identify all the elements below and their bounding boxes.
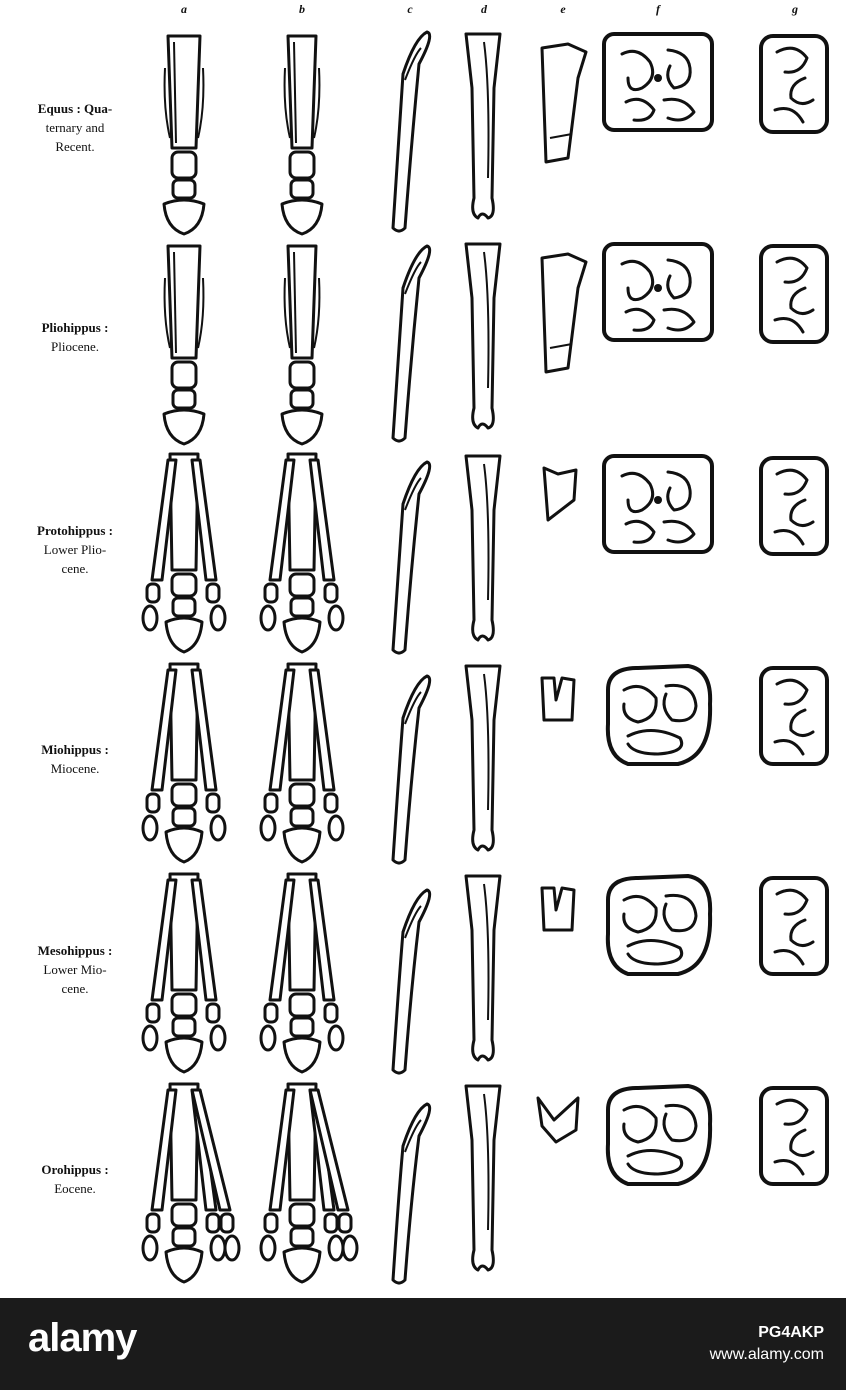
row-label-orohippus: Orohippus : Eocene. <box>0 1160 150 1198</box>
forearm-figure-mesohippus <box>375 870 445 1085</box>
lower-molar-figure-orohippus <box>755 1080 835 1205</box>
alamy-logo: alamy <box>28 1316 137 1361</box>
forefoot-figure-protohippus <box>129 450 239 665</box>
column-letter-b: b <box>299 2 305 16</box>
forefoot-figure-mesohippus <box>129 870 239 1085</box>
incisor-figure-protohippus <box>528 460 598 605</box>
upper-molar-figure-miohippus <box>598 660 718 785</box>
row-label-mesohippus: Mesohippus : Lower Mio-cene. <box>0 941 150 998</box>
epoch-line: Pliocene. <box>50 339 99 354</box>
row-label-pliohippus: Pliohippus : Pliocene. <box>0 318 150 356</box>
column-letter-g: g <box>792 2 798 16</box>
column-letter-c: c <box>407 2 413 16</box>
genus-name: Protohippus : <box>37 522 113 538</box>
lower-molar-figure-protohippus <box>755 450 835 575</box>
epoch-line: Lower Plio- <box>43 541 107 557</box>
incisor-figure-pliohippus <box>528 248 598 393</box>
upper-molar-figure-mesohippus <box>598 870 718 995</box>
epoch-line: Miocene. <box>50 761 100 776</box>
hindfoot-figure-protohippus <box>247 450 357 665</box>
shank-figure-mesohippus <box>454 870 514 1085</box>
forearm-figure-equus <box>375 28 445 243</box>
shank-figure-orohippus <box>454 1080 514 1295</box>
image-id: PG4AKP <box>758 1324 824 1341</box>
lower-molar-figure-mesohippus <box>755 870 835 995</box>
column-letter-e: e <box>560 2 566 16</box>
lower-molar-figure-pliohippus <box>755 238 835 363</box>
hindfoot-figure-orohippus <box>247 1080 359 1295</box>
row-label-protohippus: Protohippus : Lower Plio-cene. <box>0 521 150 578</box>
epoch-line: ternary and <box>45 119 105 135</box>
genus-name: Orohippus : <box>41 1162 109 1177</box>
hindfoot-figure-pliohippus <box>247 238 357 453</box>
hindfoot-figure-equus <box>247 28 357 243</box>
upper-molar-figure-protohippus <box>598 450 718 575</box>
upper-molar-figure-orohippus <box>598 1080 718 1205</box>
upper-molar-figure-pliohippus <box>598 238 718 363</box>
column-letter-f: f <box>656 2 660 16</box>
shank-figure-pliohippus <box>454 238 514 453</box>
forefoot-figure-orohippus <box>129 1080 241 1295</box>
hindfoot-figure-mesohippus <box>247 870 357 1085</box>
incisor-figure-miohippus <box>528 670 598 815</box>
forearm-figure-protohippus <box>375 450 445 665</box>
lower-molar-figure-equus <box>755 28 835 153</box>
forearm-figure-orohippus <box>375 1080 445 1295</box>
hindfoot-figure-miohippus <box>247 660 357 875</box>
lower-molar-figure-miohippus <box>755 660 835 785</box>
incisor-figure-mesohippus <box>528 880 598 1025</box>
forearm-figure-pliohippus <box>375 238 445 453</box>
genus-name: Miohippus : <box>41 742 109 757</box>
epoch-line: cene. <box>61 980 89 996</box>
watermark-footer: alamy PG4AKP www.alamy.com <box>0 1298 846 1390</box>
image-meta: PG4AKP www.alamy.com <box>710 1322 824 1366</box>
incisor-figure-equus <box>528 38 598 183</box>
shank-figure-equus <box>454 28 514 243</box>
forefoot-figure-miohippus <box>129 660 239 875</box>
incisor-figure-orohippus <box>528 1090 598 1235</box>
forefoot-figure-pliohippus <box>129 238 239 453</box>
brand-text: alamy <box>28 1316 137 1360</box>
genus-name: Equus : Qua- <box>37 100 113 116</box>
column-letter-a: a <box>181 2 187 16</box>
epoch-line: Eocene. <box>54 1181 96 1196</box>
forefoot-figure-equus <box>129 28 239 243</box>
epoch-line: Lower Mio- <box>43 961 107 977</box>
genus-name: Pliohippus : <box>41 320 109 335</box>
upper-molar-figure-equus <box>598 28 718 153</box>
site-url: www.alamy.com <box>709 1346 824 1363</box>
shank-figure-miohippus <box>454 660 514 875</box>
epoch-line: cene. <box>61 560 89 576</box>
row-label-miohippus: Miohippus : Miocene. <box>0 740 150 778</box>
forearm-figure-miohippus <box>375 660 445 875</box>
genus-name: Mesohippus : <box>37 942 113 958</box>
column-letter-d: d <box>481 2 487 16</box>
epoch-line: Recent. <box>55 138 95 154</box>
shank-figure-protohippus <box>454 450 514 665</box>
